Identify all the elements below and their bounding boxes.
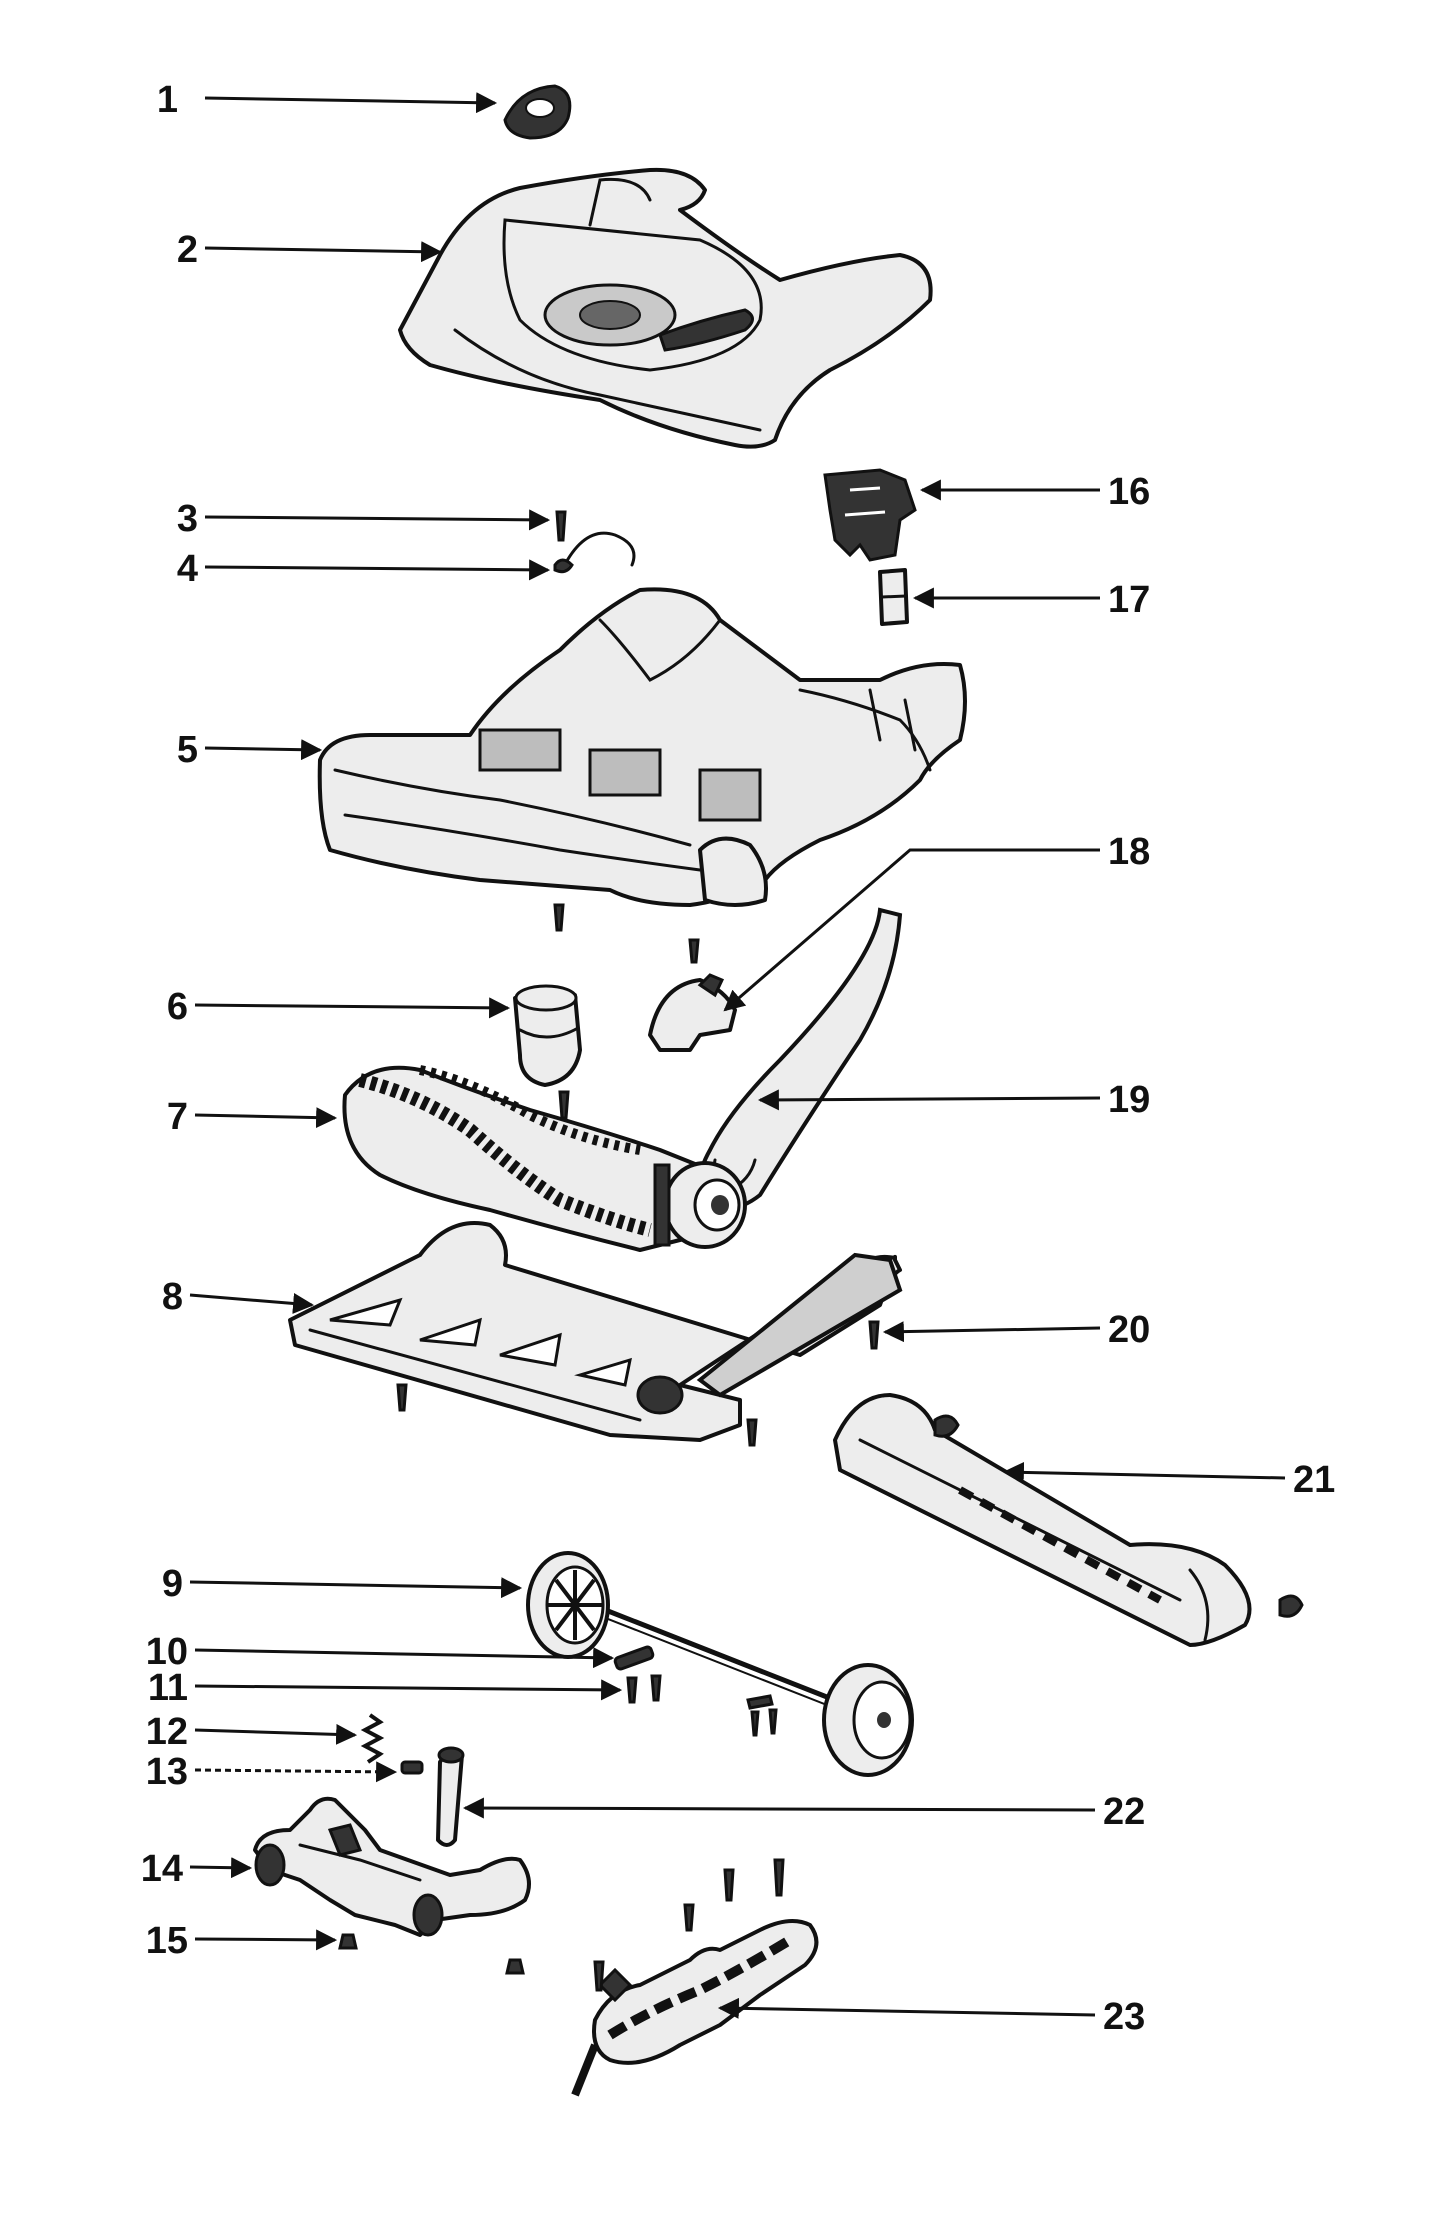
callout-21: 21 (1293, 1459, 1335, 1501)
part-5-base-housing (317, 587, 967, 964)
part-9-wheel-axle (526, 1551, 914, 1777)
callout-14: 14 (141, 1848, 183, 1890)
part-7-brush-roll (342, 1065, 747, 1252)
callout-18: 18 (1108, 831, 1150, 873)
part-16-bracket (823, 468, 917, 562)
callout-1: 1 (157, 79, 178, 121)
callout-3: 3 (177, 498, 198, 540)
part-22-rod (436, 1746, 465, 1847)
part-8-bottom-plate (288, 1221, 903, 1447)
part-21-bumper (833, 1393, 1304, 1647)
callout-6: 6 (167, 986, 188, 1028)
callout-22: 22 (1103, 1791, 1145, 1833)
callout-12: 12 (146, 1711, 188, 1753)
callout-13: 13 (146, 1751, 188, 1793)
callout-19: 19 (1108, 1079, 1150, 1121)
part-12-spring (360, 1713, 385, 1764)
part-1-knob (503, 84, 572, 140)
part-20-screw (868, 1320, 880, 1350)
part-10-pin (613, 1645, 655, 1671)
part-18-latch (648, 973, 737, 1052)
callout-20: 20 (1108, 1309, 1150, 1351)
part-15-feet (338, 1933, 525, 1975)
part-13-pin (400, 1760, 424, 1775)
callout-labels: 1 2 3 4 5 6 7 8 9 10 11 12 13 14 15 16 1… (141, 79, 1336, 2038)
part-23-harness (571, 1858, 819, 2097)
callout-10: 10 (146, 1631, 188, 1673)
callout-11: 11 (148, 1667, 188, 1709)
callout-9: 9 (162, 1563, 183, 1605)
leader-lines (189, 92, 1286, 2019)
callout-15: 15 (146, 1920, 188, 1962)
part-14-pedal-assembly (253, 1796, 531, 1937)
callout-8: 8 (162, 1276, 183, 1318)
part-17-plate (878, 568, 909, 626)
callout-23: 23 (1103, 1996, 1145, 2038)
callout-7: 7 (167, 1096, 188, 1138)
part-2-hood-cover (398, 167, 933, 449)
callout-16: 16 (1108, 471, 1150, 513)
callout-4: 4 (177, 548, 198, 590)
part-6-coupling (513, 984, 582, 1120)
callout-17: 17 (1108, 579, 1150, 621)
part-19-belt (698, 907, 903, 1211)
callout-2: 2 (177, 229, 198, 271)
part-11-clips (626, 1674, 778, 1737)
part-3-screw (555, 510, 567, 542)
callout-5: 5 (177, 729, 198, 771)
part-4-clip (553, 531, 636, 574)
